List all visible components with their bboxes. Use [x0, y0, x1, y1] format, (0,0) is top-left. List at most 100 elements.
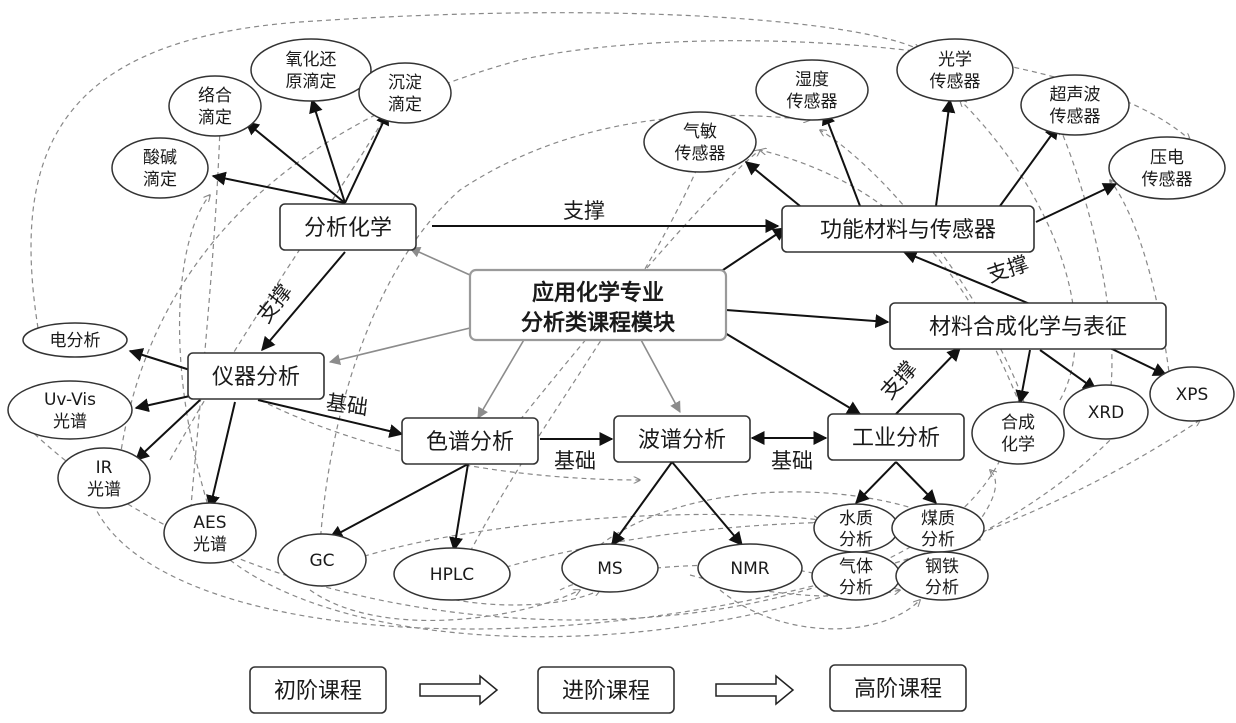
label-support-bottom: 支撑 [876, 357, 922, 404]
svg-text:光谱: 光谱 [193, 535, 227, 555]
link-instr-electro [128, 348, 191, 371]
node-precipitation[interactable]: 沉淀 滴定 [358, 62, 452, 124]
svg-text:压电: 压电 [1150, 148, 1184, 168]
svg-text:IR: IR [96, 458, 113, 478]
link-chroma-gc [328, 463, 469, 539]
svg-text:进阶课程: 进阶课程 [562, 679, 650, 704]
node-gas-analysis[interactable]: 气体 分析 [811, 551, 901, 601]
svg-text:分析类课程模块: 分析类课程模块 [521, 311, 676, 336]
node-redox[interactable]: 氧化还 原滴定 [250, 38, 372, 102]
center-to-spectroscopy [639, 337, 681, 413]
dashed-link [119, 40, 1190, 459]
svg-text:合成: 合成 [1001, 413, 1035, 433]
svg-text:Uv-Vis: Uv-Vis [44, 390, 96, 410]
node-water-analysis[interactable]: 水质 分析 [813, 503, 899, 553]
node-steel-analysis[interactable]: 钢铁 分析 [895, 551, 989, 601]
center-to-analytical [408, 247, 471, 276]
node-electro[interactable]: 电分析 [22, 322, 128, 358]
link-functional-humidity [821, 110, 861, 207]
dashed-link [469, 162, 700, 553]
node-ms[interactable]: MS [561, 543, 659, 593]
link-analytical-precip [344, 110, 389, 204]
node-complex[interactable]: 络合 滴定 [168, 75, 262, 137]
box-materials-synthesis[interactable]: 材料合成化学与表征 [889, 302, 1167, 350]
dashed-link [959, 470, 996, 546]
box-functional-materials[interactable]: 功能材料与传感器 [781, 205, 1035, 253]
legend-intermediate: 进阶课程 [537, 666, 675, 714]
link-instr-chroma [257, 399, 404, 438]
svg-text:分析: 分析 [921, 530, 955, 550]
svg-text:气体: 气体 [839, 557, 873, 577]
node-humidity-sensor[interactable]: 湿度 传感器 [755, 59, 869, 121]
svg-text:气敏: 气敏 [683, 122, 717, 142]
link-materials-functional [902, 250, 1031, 305]
svg-text:传感器: 传感器 [930, 72, 981, 92]
center-links [328, 247, 681, 419]
node-gc[interactable]: GC [277, 533, 367, 587]
link-functional-piezo [1035, 183, 1118, 223]
dashed-link [719, 589, 920, 630]
link-materials-xps [1109, 347, 1168, 376]
svg-text:分析化学: 分析化学 [304, 216, 392, 241]
svg-text:水质: 水质 [839, 509, 873, 529]
node-uvvis[interactable]: Uv-Vis 光谱 [7, 380, 133, 440]
svg-text:功能材料与传感器: 功能材料与传感器 [820, 218, 996, 243]
box-chromatography[interactable]: 色谱分析 [401, 417, 539, 465]
svg-text:传感器: 传感器 [1142, 170, 1193, 190]
svg-text:HPLC: HPLC [430, 565, 474, 585]
node-ir[interactable]: IR 光谱 [57, 447, 151, 509]
svg-text:应用化学专业: 应用化学专业 [532, 280, 664, 306]
link-center-materials [725, 309, 890, 329]
node-optical-sensor[interactable]: 光学 传感器 [896, 38, 1014, 102]
svg-text:传感器: 传感器 [1050, 107, 1101, 127]
link-industrial-water [855, 461, 897, 505]
link-instr-ir [134, 399, 201, 461]
box-industrial[interactable]: 工业分析 [827, 413, 965, 461]
dashed-link [760, 150, 1031, 431]
link-analytical-complex [244, 121, 346, 204]
center-to-instrumental [328, 327, 471, 366]
svg-text:化学: 化学 [1001, 435, 1035, 455]
legend-advanced: 高阶课程 [829, 664, 967, 712]
dashed-link [89, 420, 1200, 630]
svg-text:AES: AES [193, 513, 226, 533]
label-basis-3: 基础 [771, 449, 813, 473]
label-support-right: 支撑 [984, 251, 1031, 287]
node-piezo-sensor[interactable]: 压电 传感器 [1108, 136, 1226, 200]
svg-text:酸碱: 酸碱 [143, 148, 177, 168]
dashed-link [309, 590, 580, 622]
link-analytical-instrumental [261, 251, 346, 352]
svg-text:光学: 光学 [938, 50, 972, 70]
node-synthesis-chem[interactable]: 合成 化学 [971, 401, 1065, 465]
node-coal-analysis[interactable]: 煤质 分析 [891, 503, 985, 553]
node-ultrasonic-sensor[interactable]: 超声波 传感器 [1020, 74, 1130, 136]
link-industrial-materials [895, 346, 961, 415]
svg-text:传感器: 传感器 [787, 92, 838, 112]
label-support-top: 支撑 [563, 199, 605, 223]
svg-text:MS: MS [597, 559, 622, 579]
svg-text:滴定: 滴定 [143, 170, 177, 190]
svg-text:滴定: 滴定 [198, 108, 232, 128]
node-xrd[interactable]: XRD [1063, 384, 1149, 440]
link-chroma-hplc [449, 463, 469, 552]
box-analytical-chem[interactable]: 分析化学 [279, 203, 417, 251]
svg-text:波谱分析: 波谱分析 [638, 428, 726, 453]
svg-text:分析: 分析 [925, 578, 959, 598]
svg-text:XPS: XPS [1176, 385, 1209, 405]
node-nmr[interactable]: NMR [697, 543, 803, 593]
node-xps[interactable]: XPS [1149, 366, 1235, 422]
link-instr-aes [206, 401, 236, 510]
link-functional-gas [744, 161, 801, 207]
node-acid-base[interactable]: 酸碱 滴定 [111, 137, 209, 199]
box-instrumental[interactable]: 仪器分析 [187, 352, 325, 400]
label-support-left: 支撑 [252, 280, 297, 328]
svg-text:仪器分析: 仪器分析 [212, 365, 300, 390]
svg-text:GC: GC [309, 551, 334, 571]
link-center-functional [719, 227, 788, 273]
box-center-module[interactable]: 应用化学专业 分析类课程模块 [468, 268, 728, 342]
node-gas-sensor[interactable]: 气敏 传感器 [643, 111, 757, 173]
link-analytical-acid-base [211, 171, 346, 204]
node-hplc[interactable]: HPLC [393, 547, 511, 601]
box-spectroscopy[interactable]: 波谱分析 [613, 415, 751, 463]
node-aes[interactable]: AES 光谱 [163, 502, 257, 564]
